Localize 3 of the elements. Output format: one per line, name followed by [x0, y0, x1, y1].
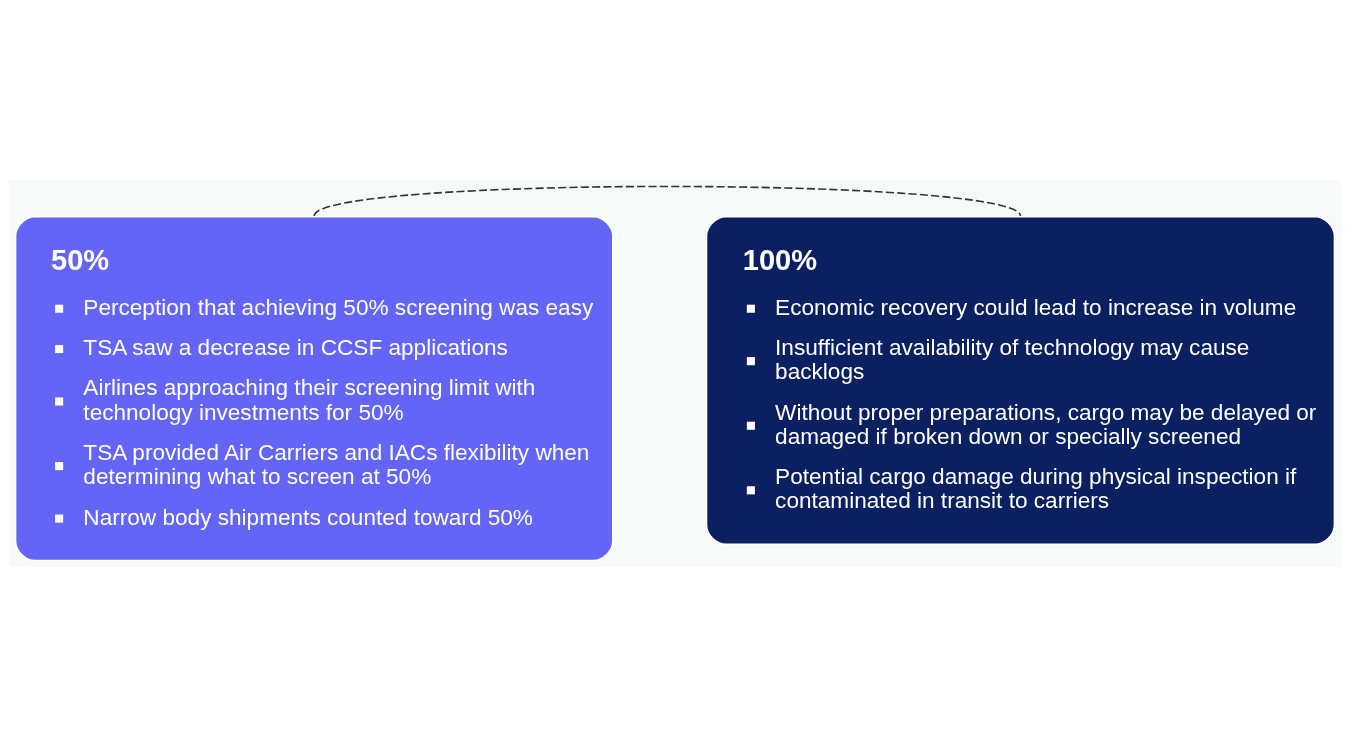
- connector: [313, 185, 1022, 217]
- node-box: 50% Perception that achieving 50% screening was easy TSA saw a decrease in CCSF applications Airlines approaching their screening limit with technology investments for 50% TSA provided Air Carriers and IACs flexibility when determining what to screen at 50% Narrow body shipments counted toward 50%: [14, 215, 614, 562]
- node-box: 100% Economic recovery could lead to increase in volume Insufficient availability of technology may cause backlogs Without proper preparations, cargo may be delayed or damaged if broken down or specially screened Potential cargo damage during physical inspection if contaminated in transit to carriers: [705, 215, 1336, 546]
